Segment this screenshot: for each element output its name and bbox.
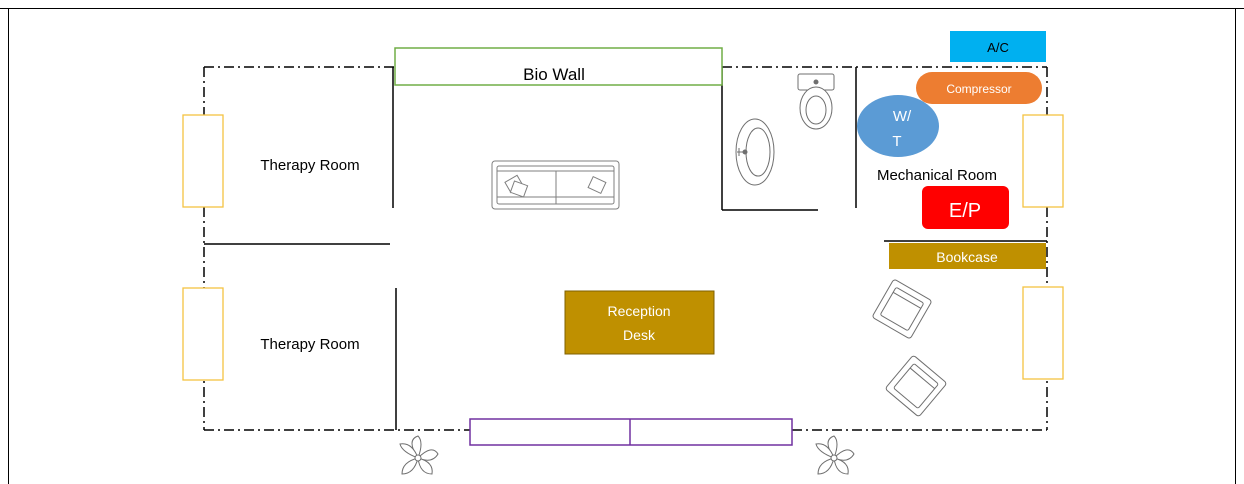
therapy-room-bottom-label: Therapy Room bbox=[260, 336, 359, 353]
compressor-label: Compressor bbox=[946, 82, 1011, 96]
interior-walls bbox=[204, 67, 1047, 430]
compressor: Compressor bbox=[916, 72, 1042, 104]
armchair-icon bbox=[872, 279, 932, 339]
reception-desk-label-line1: Reception bbox=[607, 303, 670, 319]
bio-wall: Bio Wall bbox=[394, 47, 723, 86]
electrical-panel: E/P bbox=[922, 186, 1009, 229]
bookcase-label: Bookcase bbox=[936, 249, 998, 265]
mechanical-room-label: Mechanical Room bbox=[877, 167, 997, 184]
window-left-bottom bbox=[182, 287, 224, 381]
ac-label: A/C bbox=[987, 40, 1009, 55]
toilet-icon bbox=[797, 73, 835, 130]
plant-icon bbox=[399, 435, 439, 475]
bookcase: Bookcase bbox=[889, 243, 1046, 269]
armchair-icon bbox=[885, 355, 947, 417]
window-right-bottom bbox=[1022, 286, 1064, 380]
sink-icon bbox=[735, 118, 775, 186]
window-left-top bbox=[182, 114, 224, 208]
therapy-room-top-label: Therapy Room bbox=[260, 157, 359, 174]
entrance-doors bbox=[469, 418, 793, 446]
water-tank-label-line2: T bbox=[892, 133, 901, 150]
plant-icon bbox=[815, 435, 855, 475]
window-right-top bbox=[1022, 114, 1064, 208]
electrical-panel-label: E/P bbox=[949, 200, 981, 222]
page-frame bbox=[0, 8, 1244, 484]
reception-desk: Reception Desk bbox=[564, 290, 715, 355]
ac-unit: A/C bbox=[950, 31, 1046, 62]
windows bbox=[182, 114, 1064, 381]
water-tank-label-line1: W/ bbox=[893, 108, 912, 125]
reception-desk-label-line2: Desk bbox=[623, 327, 656, 343]
water-tank: W/ T bbox=[857, 95, 939, 157]
sofa-icon bbox=[491, 160, 620, 210]
bio-wall-label: Bio Wall bbox=[523, 65, 585, 84]
